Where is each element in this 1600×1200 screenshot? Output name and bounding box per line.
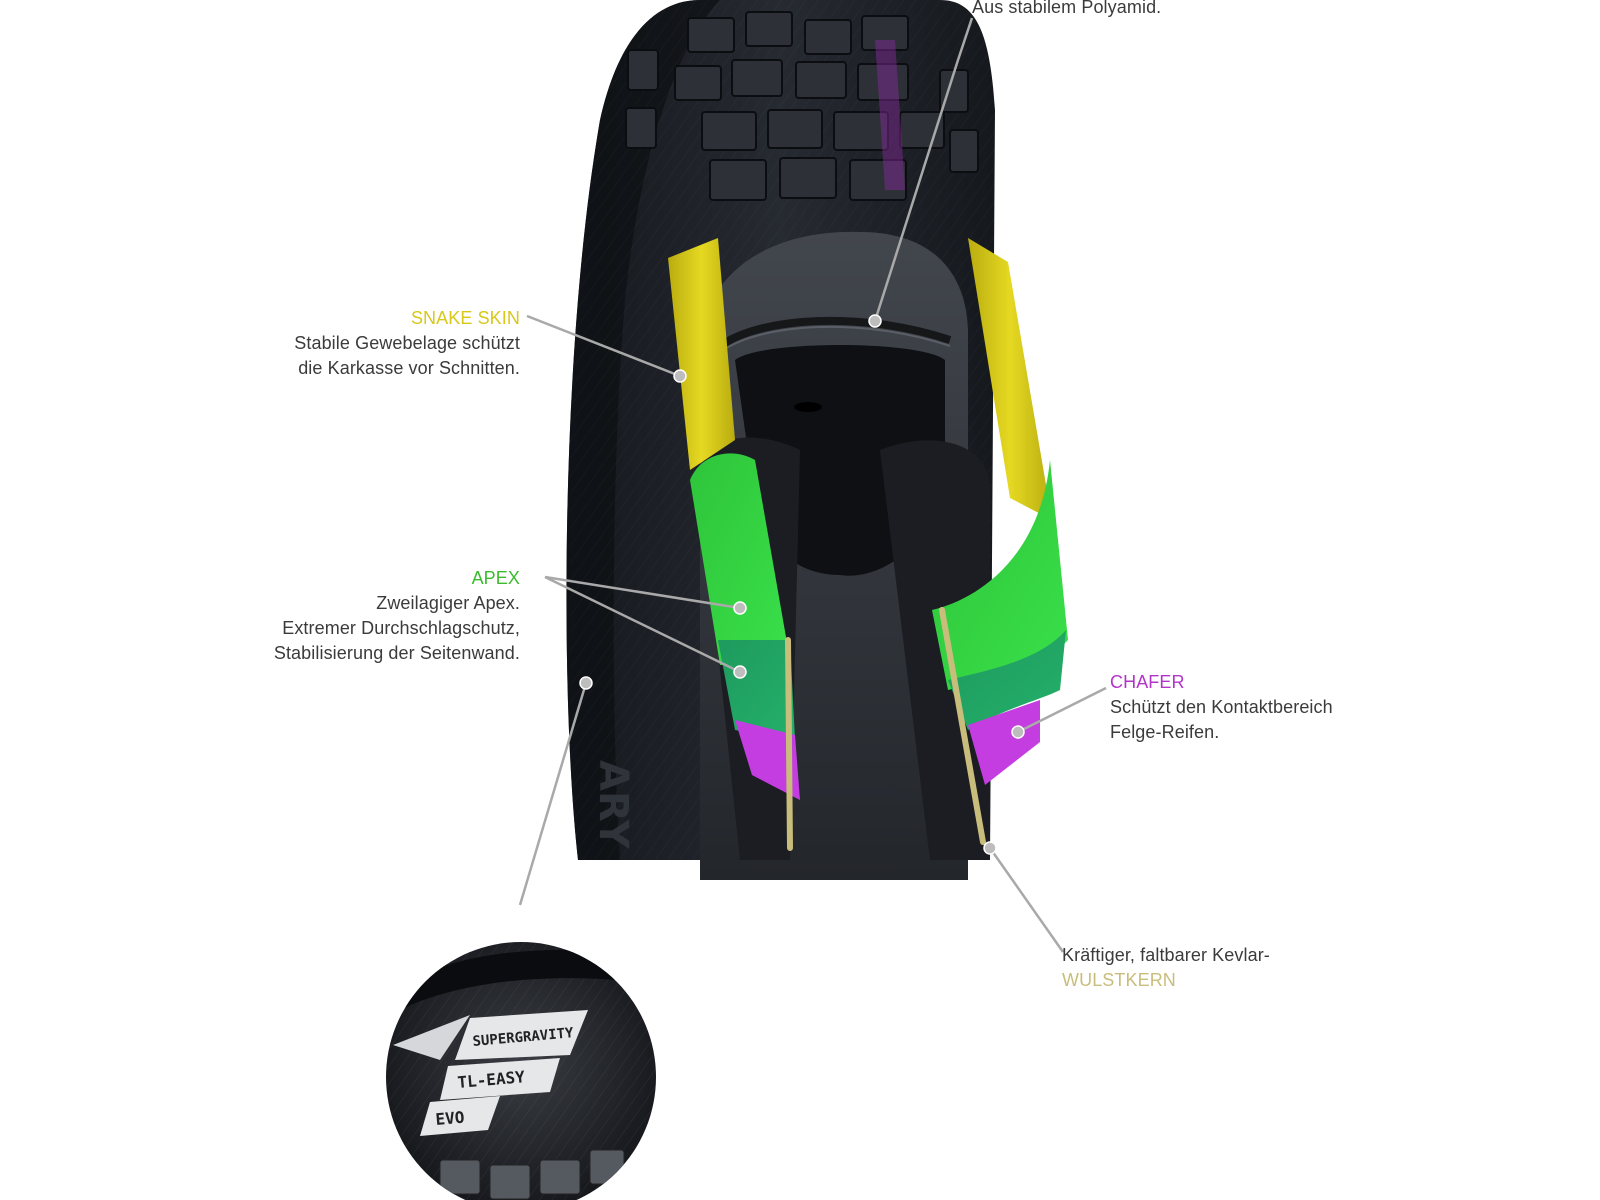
casing-marker bbox=[868, 314, 882, 328]
chafer-line1: Schützt den Kontaktbereich bbox=[1110, 697, 1333, 717]
svg-text:ARY: ARY bbox=[590, 760, 636, 850]
chafer-title: CHAFER bbox=[1110, 672, 1185, 692]
chafer-line2: Felge-Reifen. bbox=[1110, 722, 1220, 742]
tire-cutaway-icon: ARY bbox=[566, 0, 1068, 881]
leader-lines bbox=[518, 17, 1107, 953]
apex-label: APEX Zweilagiger Apex. Extremer Durchsch… bbox=[200, 566, 520, 666]
apex-marker-upper bbox=[733, 601, 747, 615]
inset-badge-3: EVO bbox=[435, 1108, 465, 1129]
apex-line1: Zweilagiger Apex. bbox=[376, 593, 520, 613]
apex-title: APEX bbox=[471, 568, 520, 588]
snake-skin-label: SNAKE SKIN Stabile Gewebelage schützt di… bbox=[240, 306, 520, 381]
chafer-marker bbox=[1011, 725, 1025, 739]
chafer-label: CHAFER Schützt den Kontaktbereich Felge-… bbox=[1110, 670, 1333, 745]
bead-title: WULSTKERN bbox=[1062, 970, 1176, 990]
snake-skin-title: SNAKE SKIN bbox=[410, 308, 520, 328]
bead-label: Kräftiger, faltbarer Kevlar- WULSTKERN bbox=[1062, 943, 1270, 993]
apex-marker-lower bbox=[733, 665, 747, 679]
snake-skin-line1: Stabile Gewebelage schützt bbox=[294, 333, 520, 353]
snake-skin-marker bbox=[673, 369, 687, 383]
apex-line3: Stabilisierung der Seitenwand. bbox=[273, 643, 520, 663]
apex-line2: Extremer Durchschlagschutz, bbox=[282, 618, 520, 638]
casing-label: Aus stabilem Polyamid. bbox=[972, 0, 1161, 20]
casing-text: Aus stabilem Polyamid. bbox=[972, 0, 1162, 17]
bead-line1: Kräftiger, faltbarer Kevlar- bbox=[1062, 945, 1270, 965]
sidewall-closeup-icon: SUPERGRAVITY TL-EASY EVO bbox=[386, 942, 656, 1200]
snake-skin-line2: die Karkasse vor Schnitten. bbox=[298, 358, 520, 378]
sidewall-marker bbox=[579, 676, 593, 690]
bead-marker bbox=[983, 841, 997, 855]
